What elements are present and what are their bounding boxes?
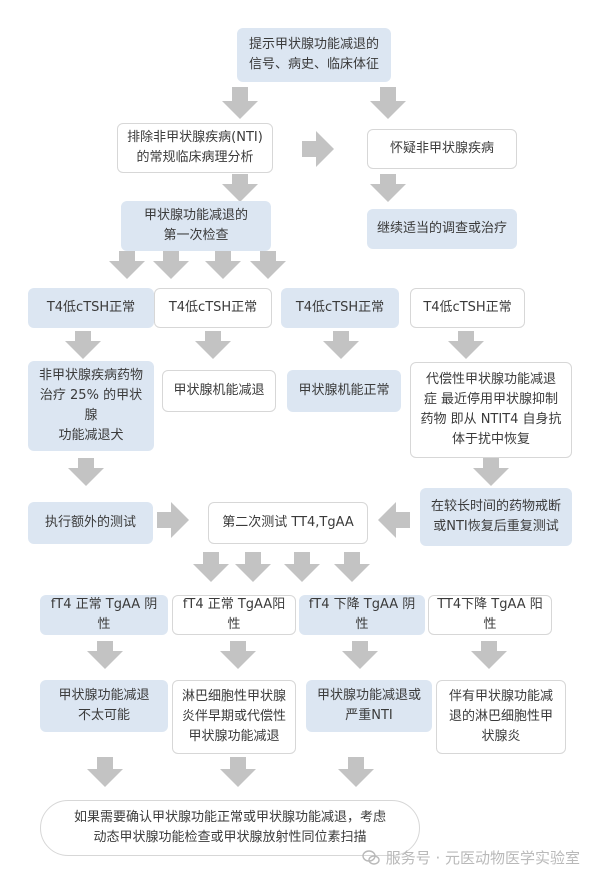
arrow-down [87,757,123,787]
result-box-1: T4低cTSH正常 [28,288,154,328]
arrow-down [109,251,145,279]
node-retest: 在较长时间的药物戒断 或NTI恢复后重复测试 [420,488,572,546]
node-suspect-nti: 怀疑非甲状腺疾病 [367,129,517,169]
arrow-down [222,87,258,119]
node-exclude-nti: 排除非甲状腺疾病(NTI) 的常规临床病理分析 [117,123,273,173]
arrow-down [220,641,256,669]
outcome-3: 甲状腺功能减退或 严重NTI [306,680,432,732]
node-extra-test: 执行额外的测试 [28,502,153,544]
arrow-down [284,552,320,582]
outcome-4: 伴有甲状腺功能减 退的淋巴细胞性甲 状腺炎 [436,680,566,754]
arrow-down [87,641,123,669]
node-euthyroid: 甲状腺机能正常 [287,370,401,412]
node-clinical-signs: 提示甲状腺功能减退的 信号、病史、临床体征 [237,28,391,82]
node-second-test: 第二次测试 TT4,TgAA [208,502,368,544]
arrow-down [222,174,258,202]
result-box-4: T4低cTSH正常 [410,288,525,328]
arrow-down [235,552,271,582]
arrow-down [370,174,406,202]
arrow-down [195,331,231,359]
node-hypothyroid: 甲状腺机能减退 [162,370,276,412]
node-first-test: 甲状腺功能减退的 第一次检查 [121,201,271,251]
arrow-down [370,87,406,119]
arrow-down [448,331,484,359]
arrow-down [205,251,241,279]
result-box-2: T4低cTSH正常 [154,288,272,328]
arrow-right [302,131,334,167]
node-compensatory: 代偿性甲状腺功能减退 症 最近停用甲状腺抑制 药物 即从 NTIT4 自身抗 体… [410,362,572,458]
arrow-down [153,251,189,279]
arrow-down [342,641,378,669]
arrow-down [65,331,101,359]
wechat-icon [361,849,380,867]
arrow-left [378,502,410,538]
arrow-down [250,251,286,279]
second-result-3: fT4 下降 TgAA 阴性 [299,595,425,635]
watermark: 服务号 · 元医动物医学实验室 [361,847,580,868]
result-box-3: T4低cTSH正常 [281,288,399,328]
outcome-1: 甲状腺功能减退 不太可能 [40,680,168,732]
watermark-text: 服务号 · 元医动物医学实验室 [385,849,580,867]
node-continue: 继续适当的调查或治疗 [367,209,517,249]
arrow-down [338,757,374,787]
arrow-down [471,641,507,669]
arrow-down [220,757,256,787]
second-result-4: TT4下降 TgAA 阳性 [428,595,552,635]
arrow-down [334,552,370,582]
arrow-down [68,458,104,486]
second-result-1: fT4 正常 TgAA 阴性 [40,595,168,635]
second-result-2: fT4 正常 TgAA阳性 [172,595,296,635]
arrow-down [473,458,509,486]
arrow-right [157,502,189,538]
node-final-recommendation: 如果需要确认甲状腺功能正常或甲状腺功能减退，考虑 动态甲状腺功能检查或甲状腺放射… [40,800,420,856]
node-drug-nti: 非甲状腺疾病药物 治疗 25% 的甲状腺 功能减退犬 [28,361,154,451]
arrow-down [323,331,359,359]
arrow-down [193,552,229,582]
outcome-2: 淋巴细胞性甲状腺 炎伴早期或代偿性 甲状腺功能减退 [172,680,296,754]
